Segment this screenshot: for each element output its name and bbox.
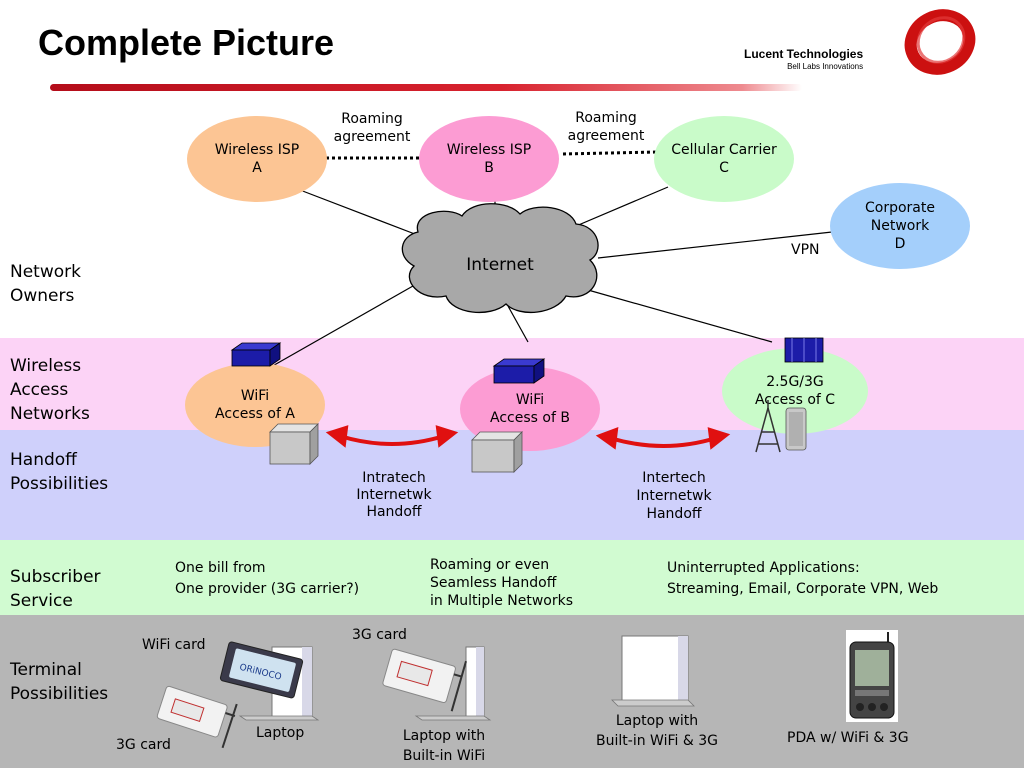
- base-station-icon: [784, 337, 824, 363]
- laptop-label: Laptop: [256, 725, 305, 741]
- wireless-isp-b: Wireless ISP B: [419, 116, 559, 202]
- section-wireless-access: Wireless Access Networks: [10, 356, 90, 424]
- link-isp-a-internet: [299, 189, 421, 237]
- logo-text: Lucent Technologies Bell Labs Innovation…: [744, 47, 863, 71]
- roaming-label-ab: Roaming agreement: [333, 111, 411, 145]
- internet-cloud: [401, 203, 599, 314]
- server-b-icon: [471, 431, 523, 473]
- title-underline: [50, 84, 802, 91]
- section-network-owners: Network Owners: [10, 262, 81, 306]
- access-point-a-icon: [230, 342, 282, 367]
- link-internet-cell-c: [587, 289, 773, 343]
- section-terminal: Terminal Possibilities: [10, 660, 109, 704]
- internet-label: Internet: [466, 255, 534, 275]
- subscriber-roaming: Roaming or even Seamless Handoff in Mult…: [430, 557, 574, 609]
- logo-tagline: Bell Labs Innovations: [787, 62, 864, 71]
- intertech-handoff-arrow: [595, 426, 731, 450]
- section-handoff: Handoff Possibilities: [10, 450, 109, 494]
- card-3g-label-b: 3G card: [116, 737, 171, 753]
- laptop-wifi-label: Laptop with Built-in WiFi: [402, 728, 486, 764]
- wifi-card-icon: ORiNOCO: [219, 641, 304, 699]
- subscriber-one-bill: One bill from One provider (3G carrier?): [175, 560, 360, 597]
- card-3g-label-a: 3G card: [352, 627, 407, 643]
- vpn-label: VPN: [791, 242, 820, 258]
- link-corporate-internet: [597, 231, 833, 259]
- card-3g-bottom-icon: [156, 685, 238, 749]
- section-subscriber: Subscriber Service: [10, 567, 101, 611]
- laptop-wifi-3g-icon: [611, 635, 695, 707]
- band-subscriber: [0, 540, 1024, 615]
- cellular-carrier-c: Cellular Carrier C: [654, 116, 794, 202]
- subscriber-apps: Uninterrupted Applications: Streaming, E…: [667, 560, 939, 597]
- corporate-network-d: Corporate Network D: [830, 183, 970, 269]
- intratech-handoff-label: Intratech Internetwk Handoff: [356, 470, 432, 520]
- cell-tower-icon: [755, 400, 781, 453]
- wifi-card-label: WiFi card: [142, 637, 206, 653]
- roaming-label-bc: Roaming agreement: [567, 110, 645, 144]
- page-title: Complete Picture: [38, 22, 335, 63]
- laptop-wifi-3g-label: Laptop with Built-in WiFi & 3G: [596, 713, 718, 749]
- access-point-b-icon: [492, 358, 546, 384]
- intratech-handoff-arrow: [325, 425, 459, 448]
- server-a-icon: [269, 423, 319, 465]
- card-3g-top-icon: [382, 648, 467, 712]
- wireless-isp-a: Wireless ISP A: [187, 116, 327, 202]
- link-internet-wifi-a: [261, 281, 421, 373]
- intertech-handoff-label: Intertech Internetwk Handoff: [636, 470, 712, 522]
- pda-label: PDA w/ WiFi & 3G: [787, 730, 909, 746]
- cabinet-icon: [785, 407, 807, 451]
- laptop-builtin-wifi-icon: [414, 646, 492, 721]
- link-internet-wifi-b: [507, 305, 529, 343]
- pda-icon: [846, 630, 898, 722]
- logo-company: Lucent Technologies: [744, 47, 864, 61]
